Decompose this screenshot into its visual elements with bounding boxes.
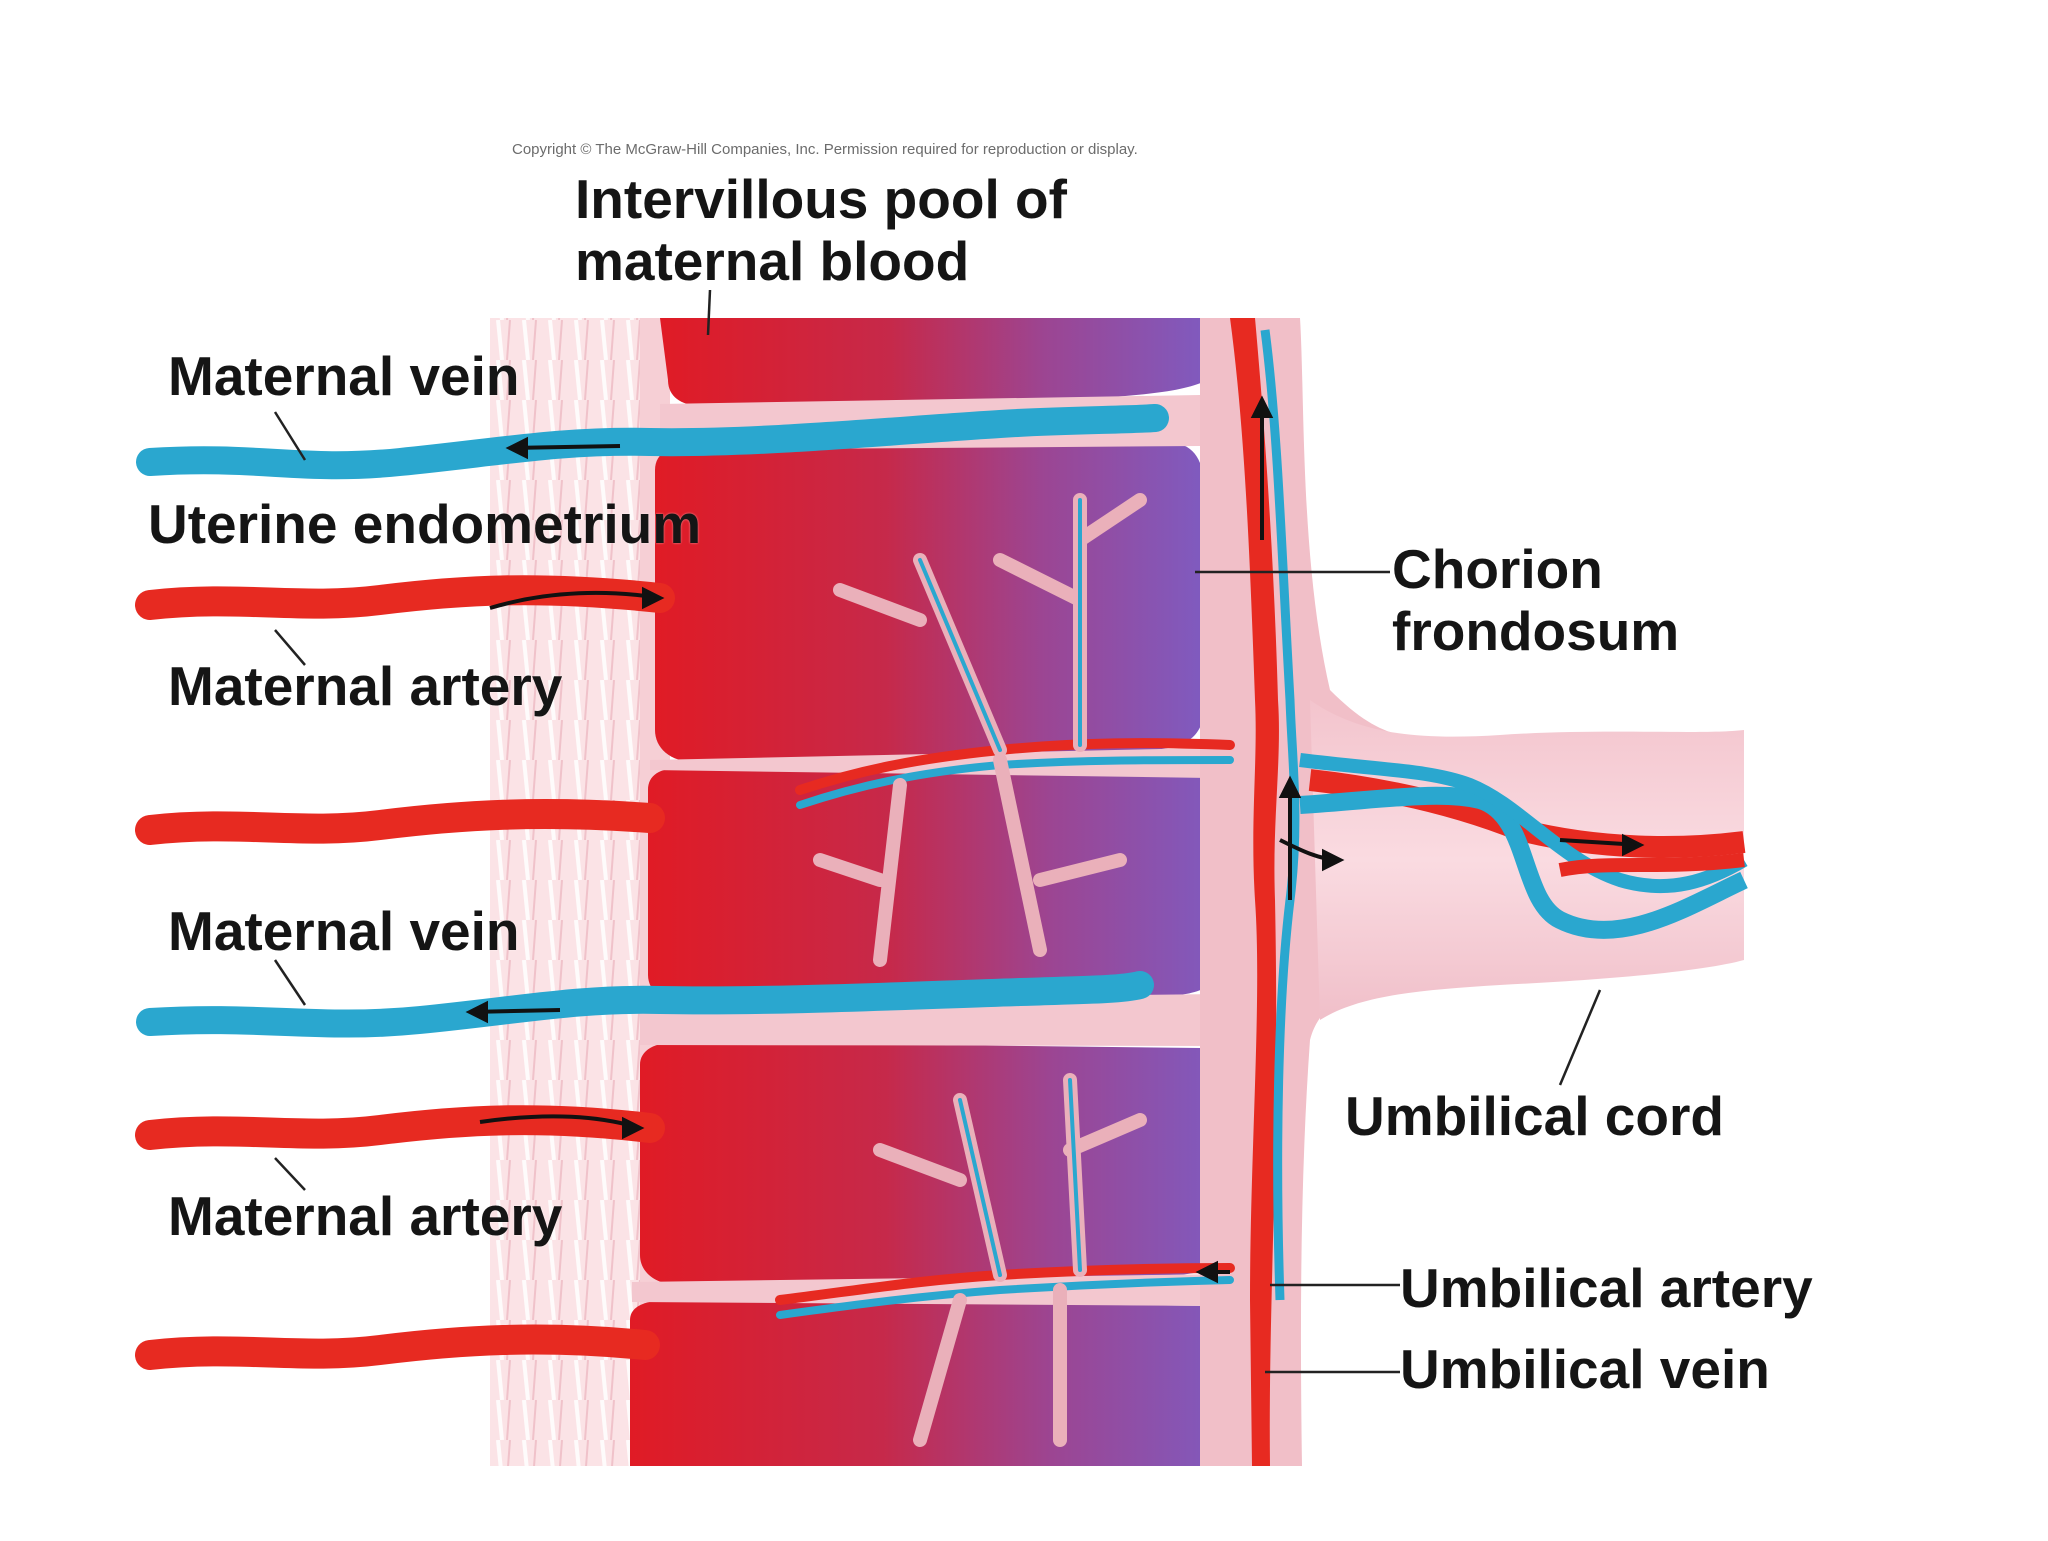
maternal-veins: [136, 404, 1169, 1038]
chorionic-villi: [775, 493, 1235, 1447]
umbilical-cord-graphic: [1299, 700, 1748, 1020]
blood-flow-arrows: [465, 395, 1645, 1284]
label-intervillous-pool-line1: Intervillous pool of: [575, 168, 1067, 230]
label-chorion-frondosum-line1: Chorion: [1392, 538, 1603, 600]
label-intervillous-pool: Intervillous pool of maternal blood: [575, 168, 1067, 292]
label-umbilical-cord: Umbilical cord: [1345, 1085, 1724, 1147]
copyright-notice: Copyright © The McGraw-Hill Companies, I…: [512, 141, 1138, 158]
leader-lines: [273, 289, 1602, 1374]
label-maternal-artery-bottom: Maternal artery: [168, 1185, 563, 1247]
label-maternal-artery-top: Maternal artery: [168, 655, 563, 717]
label-uterine-endometrium: Uterine endometrium: [148, 493, 702, 555]
label-maternal-vein-top: Maternal vein: [168, 345, 520, 407]
chorion-plate: [1200, 318, 1400, 1466]
label-umbilical-vein: Umbilical vein: [1400, 1338, 1770, 1400]
maternal-arteries: [135, 575, 675, 1370]
label-umbilical-artery: Umbilical artery: [1400, 1257, 1813, 1319]
label-intervillous-pool-line2: maternal blood: [575, 230, 970, 292]
label-chorion-frondosum-line2: frondosum: [1392, 600, 1680, 662]
label-maternal-vein-bottom: Maternal vein: [168, 900, 520, 962]
label-chorion-frondosum: Chorion frondosum: [1392, 538, 1679, 662]
